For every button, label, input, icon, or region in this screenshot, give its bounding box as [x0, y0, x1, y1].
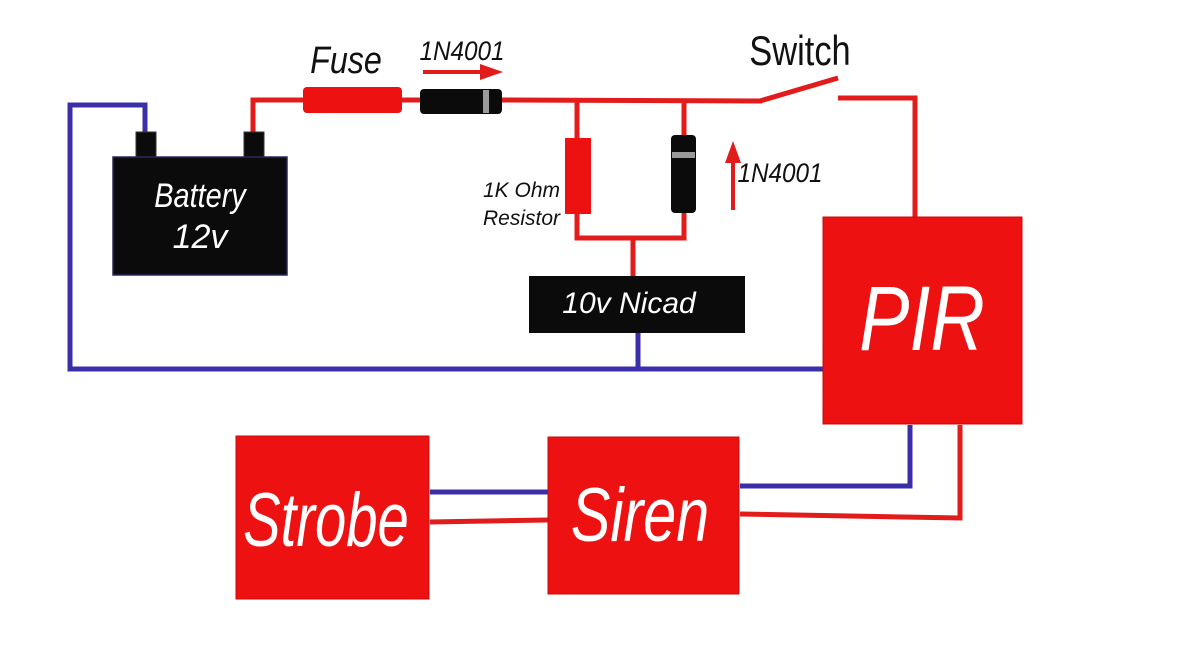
series-diode-band	[483, 90, 489, 113]
battery: Battery 12v	[112, 131, 288, 276]
strobe: Strobe	[235, 435, 430, 600]
pir-sensor: PIR	[822, 216, 1023, 425]
pir-body	[822, 216, 1023, 425]
switch-to-pir-wire	[838, 95, 918, 218]
fuse	[303, 87, 402, 113]
current-direction-arrow-up	[725, 141, 741, 210]
negative-wires	[67, 102, 913, 495]
positive-wires	[250, 95, 963, 525]
battery-positive-wire	[250, 97, 305, 132]
bypass-diode-band	[672, 152, 695, 158]
nicad-battery: 10v Nicad	[529, 276, 745, 333]
pir-to-siren-positive-wire	[739, 425, 963, 521]
battery-negative-loop-wire	[67, 102, 825, 372]
series-diode	[420, 89, 502, 114]
battery-label-line1: Battery	[154, 176, 248, 215]
main-positive-rail	[499, 97, 763, 104]
siren-body	[547, 436, 740, 595]
battery-negative-terminal	[135, 131, 157, 161]
fuse-label: Fuse	[310, 40, 382, 82]
series-diode-label: 1N4001	[419, 37, 504, 66]
siren: Siren	[547, 436, 740, 595]
bypass-diode	[671, 135, 696, 213]
resistor	[565, 138, 591, 214]
strobe-body	[235, 435, 430, 600]
switch-blade	[759, 75, 839, 104]
pir-to-siren-negative-wire	[740, 425, 913, 489]
nicad-label: 10v Nicad	[562, 287, 697, 320]
bypass-diode-label: 1N4001	[737, 159, 822, 188]
siren-to-strobe-positive-wire	[429, 517, 549, 525]
siren-label: Siren	[571, 473, 709, 558]
battery-positive-terminal	[243, 131, 265, 161]
resistor-label-line1: 1K Ohm	[483, 179, 560, 202]
strobe-label: Strobe	[243, 478, 409, 563]
switch-label: Switch	[749, 28, 850, 75]
pir-label: PIR	[859, 267, 985, 370]
resistor-label-line2: Resistor	[483, 207, 561, 230]
charge-junction-wire	[574, 212, 687, 241]
battery-body	[112, 156, 288, 276]
battery-label-line2: 12v	[173, 218, 230, 256]
nicad-body	[529, 276, 745, 333]
current-direction-arrow-right	[423, 64, 503, 80]
